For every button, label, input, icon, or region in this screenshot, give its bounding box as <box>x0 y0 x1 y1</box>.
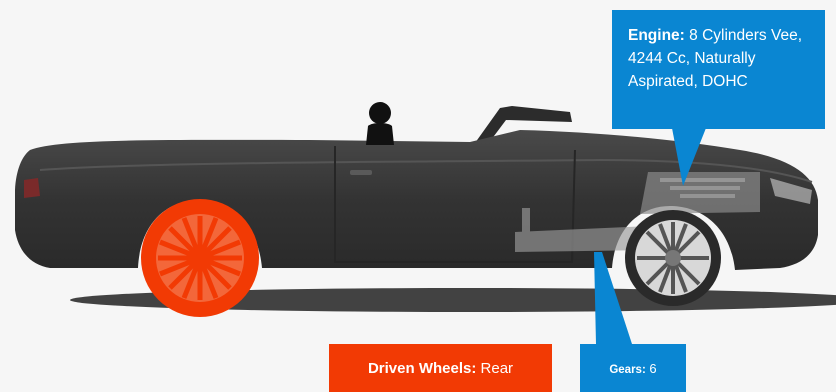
engine-callout: Engine: 8 Cylinders Vee, 4244 Cc, Natura… <box>612 10 825 129</box>
door-handle <box>350 170 372 175</box>
tail-light <box>24 178 40 198</box>
driver-silhouette-icon <box>366 102 394 145</box>
driven-wheels-label: Driven Wheels: <box>368 360 476 377</box>
driven-wheels-value: Rear <box>481 360 514 377</box>
engine-label: Engine: <box>628 27 685 44</box>
rear-wheel-highlight <box>141 199 259 317</box>
engine-highlight <box>640 172 760 214</box>
front-wheel <box>625 210 721 306</box>
driven-wheels-callout: Driven Wheels: Rear <box>329 344 552 392</box>
gears-value: 6 <box>649 361 656 376</box>
gears-callout: Gears: 6 <box>580 344 686 392</box>
gears-label: Gears: <box>609 364 645 376</box>
